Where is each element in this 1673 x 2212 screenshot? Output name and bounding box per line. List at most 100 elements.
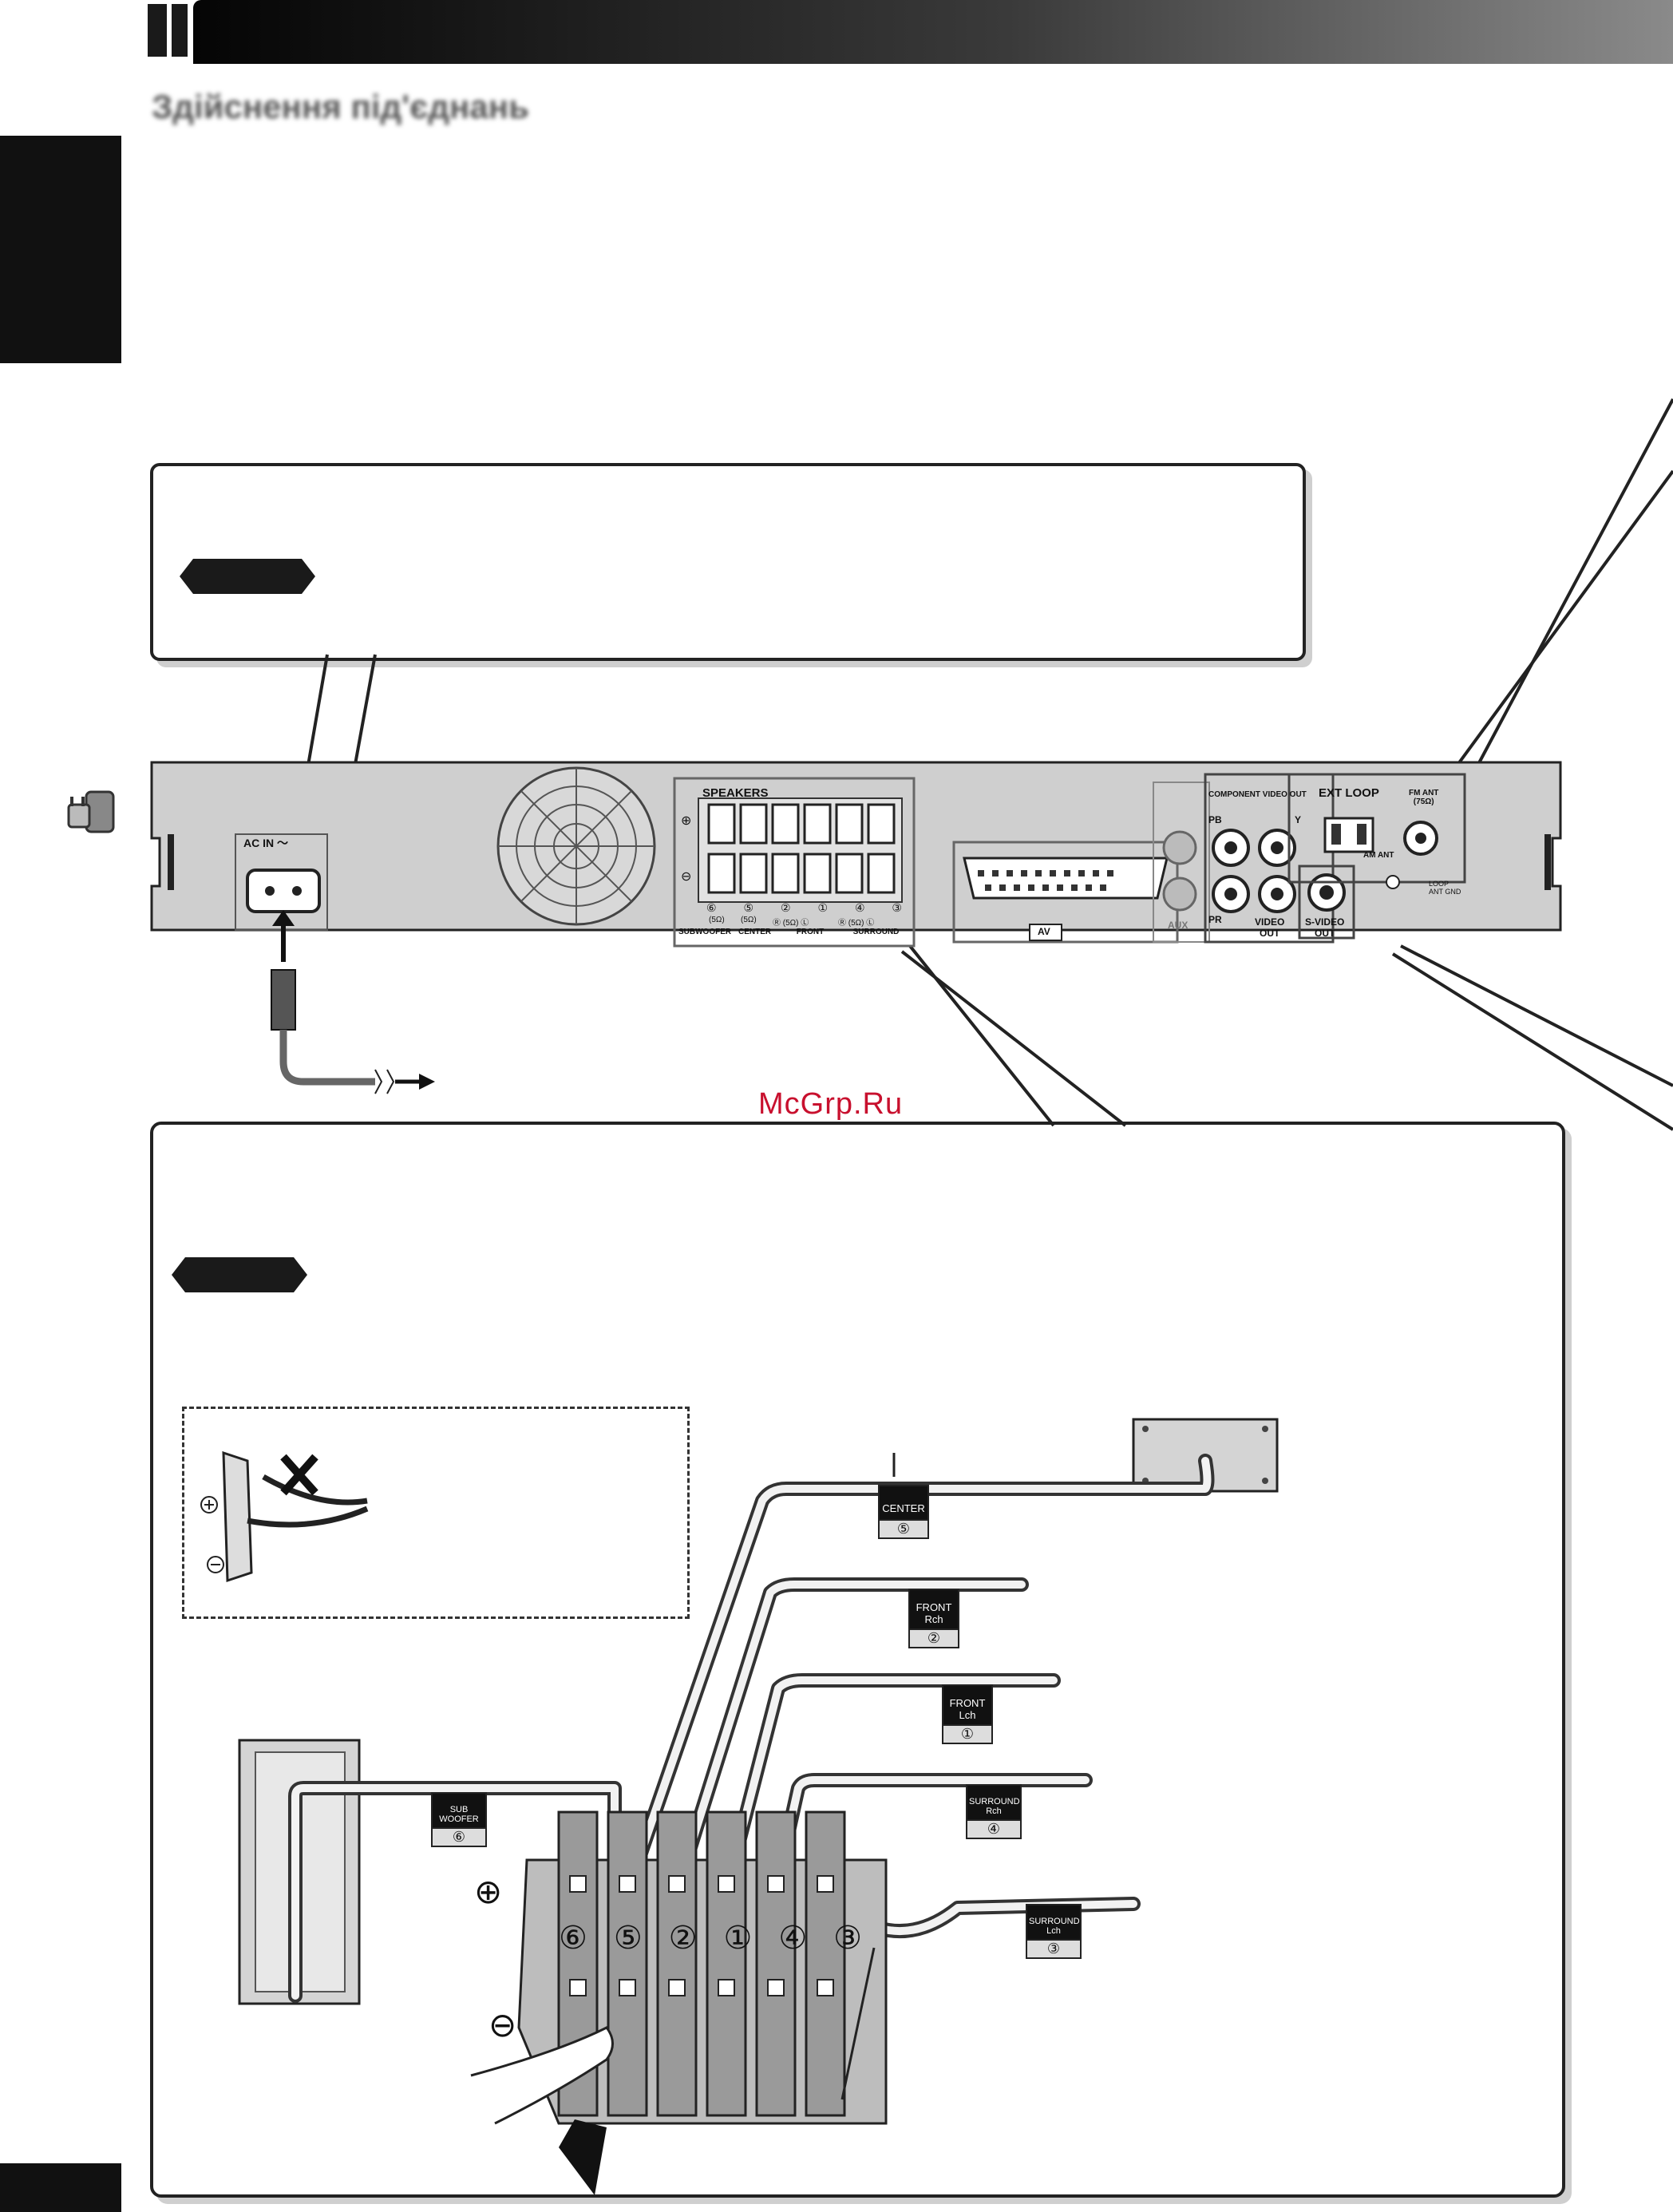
terminal-hole: [668, 1979, 686, 1996]
rear-panel-diagram: [150, 398, 1673, 1131]
terminal-hole: [767, 1875, 785, 1893]
cable-tag-subwoofer: SUB WOOFER ⑥: [431, 1792, 487, 1847]
speaker-terminal-clip: [771, 803, 800, 845]
block-num-6: ⑥: [559, 1920, 587, 1957]
tag-label: FRONT Lch: [942, 1684, 993, 1726]
header-marker-1: [148, 4, 167, 57]
panel-plus-symbol: ⊕: [681, 813, 692, 828]
speaker-terminal-clip: [739, 853, 768, 894]
terminal-clip: [805, 1810, 846, 2117]
loop-gnd-label: LOOP ANT GND: [1429, 880, 1461, 896]
group-surround: SURROUND: [852, 928, 900, 936]
terminal-hole: [718, 1875, 735, 1893]
group-subwoofer: SUBWOOFER: [678, 928, 732, 936]
cable-tag-front-l: FRONT Lch ①: [942, 1684, 993, 1744]
terminal-num-5: ⑤: [743, 902, 754, 915]
tag-label: SUB WOOFER: [431, 1792, 487, 1829]
ac-callout-badge: [180, 559, 315, 594]
block-num-4: ④: [778, 1920, 808, 1957]
terminal-clip: [706, 1810, 747, 2117]
y-label: Y: [1295, 814, 1302, 825]
cable-tag-front-r: FRONT Rch ②: [908, 1589, 959, 1648]
block-minus-symbol: ⊖: [488, 2005, 517, 2044]
terminal-hole: [619, 1979, 636, 1996]
pr-label: PR: [1208, 914, 1222, 925]
speaker-terminal-clip: [739, 803, 768, 845]
ohm-label: Ⓡ (5Ω) Ⓛ: [838, 919, 875, 928]
fm-ant-label: FM ANT (75Ω): [1409, 789, 1439, 806]
am-ant-label: AM ANT: [1363, 851, 1394, 860]
cable-tag-surround-l: SURROUND Lch ③: [1026, 1904, 1082, 1959]
incorrect-connection-illustration: [200, 1450, 369, 1583]
watermark: McGrp.Ru: [758, 1087, 904, 1121]
panel-minus-symbol: ⊖: [681, 869, 692, 884]
speaker-terminal-clip: [835, 803, 864, 845]
block-number-row: ⑥ ⑤ ② ① ④ ③: [559, 1920, 862, 1957]
speaker-terminal-clip: [707, 853, 736, 894]
speaker-terminal-clip: [867, 853, 896, 894]
header-bar: [193, 0, 1673, 64]
ac-callout-box: [150, 463, 1306, 661]
incorrect-connection-box: [182, 1407, 690, 1619]
video-out-label: VIDEO OUT: [1255, 916, 1285, 939]
block-num-1: ①: [723, 1920, 753, 1957]
ohm-label: Ⓡ (5Ω) Ⓛ: [773, 919, 809, 928]
block-plus-symbol: ⊕: [474, 1872, 503, 1911]
speaker-terminal-clip: [835, 853, 864, 894]
terminal-hole: [718, 1979, 735, 1996]
tag-label: FRONT Rch: [908, 1589, 959, 1630]
speaker-terminal-clip: [771, 853, 800, 894]
terminal-clip: [607, 1810, 648, 2117]
terminal-num-4: ④: [854, 902, 865, 915]
ohm-label: (5Ω): [741, 916, 757, 924]
tag-label: CENTER: [878, 1485, 929, 1521]
terminal-num-6: ⑥: [706, 902, 717, 915]
terminal-num-3: ③: [892, 902, 902, 915]
speakers-title: SPEAKERS: [702, 786, 769, 800]
terminal-hole: [619, 1875, 636, 1893]
speaker-group-row: SUBWOOFER CENTER FRONT SURROUND: [678, 928, 910, 936]
terminal-hole: [817, 1875, 834, 1893]
terminal-hole: [817, 1979, 834, 1996]
speaker-number-row: ⑥ ⑤ ② ① ④ ③: [706, 902, 902, 915]
side-tab-bottom: [0, 2163, 121, 2212]
cable-tag-surround-r: SURROUND Rch ④: [966, 1784, 1022, 1839]
component-title: COMPONENT VIDEO OUT: [1208, 790, 1307, 799]
power-plug-icon: [67, 790, 115, 833]
speaker-terminal-clip: [867, 803, 896, 845]
terminal-hole: [569, 1979, 587, 1996]
terminal-hole: [767, 1979, 785, 1996]
terminal-hole: [668, 1875, 686, 1893]
speaker-terminal-clip: [707, 803, 736, 845]
ac-in-label: AC IN ～: [243, 837, 288, 849]
speaker-ohm-row: (5Ω) (5Ω) Ⓡ (5Ω) Ⓛ Ⓡ (5Ω) Ⓛ: [709, 916, 896, 928]
header-marker-2: [172, 4, 188, 57]
speaker-terminal-clip: [803, 853, 832, 894]
speaker-terminal-clip: [803, 803, 832, 845]
block-num-2: ②: [668, 1920, 698, 1957]
aux-label: AUX: [1168, 920, 1189, 931]
side-tab: [0, 136, 121, 363]
group-center: CENTER: [738, 928, 772, 936]
terminal-clip: [656, 1810, 698, 2117]
tag-number: ②: [908, 1630, 959, 1648]
cable-tag-center: CENTER ⑤: [878, 1485, 929, 1539]
block-num-3: ③: [833, 1920, 862, 1957]
tag-number: ⑥: [431, 1829, 487, 1847]
terminal-clip: [755, 1810, 797, 2117]
tag-label: SURROUND Rch: [966, 1784, 1022, 1821]
av-label: AV: [1038, 926, 1050, 937]
terminal-num-1: ①: [817, 902, 829, 915]
page-subtitle: Здійснення під'єднань: [152, 88, 529, 125]
svideo-out-label: S-VIDEO OUT: [1305, 916, 1345, 939]
ohm-label: (5Ω): [709, 916, 725, 924]
ext-loop-label: EXT LOOP: [1319, 786, 1379, 800]
tag-number: ⑤: [878, 1521, 929, 1539]
block-num-5: ⑤: [613, 1920, 643, 1957]
tag-label: SURROUND Lch: [1026, 1904, 1082, 1941]
tag-number: ③: [1026, 1941, 1082, 1959]
pb-label: PB: [1208, 814, 1222, 825]
speaker-callout-badge: [172, 1257, 307, 1292]
tag-number: ①: [942, 1726, 993, 1744]
